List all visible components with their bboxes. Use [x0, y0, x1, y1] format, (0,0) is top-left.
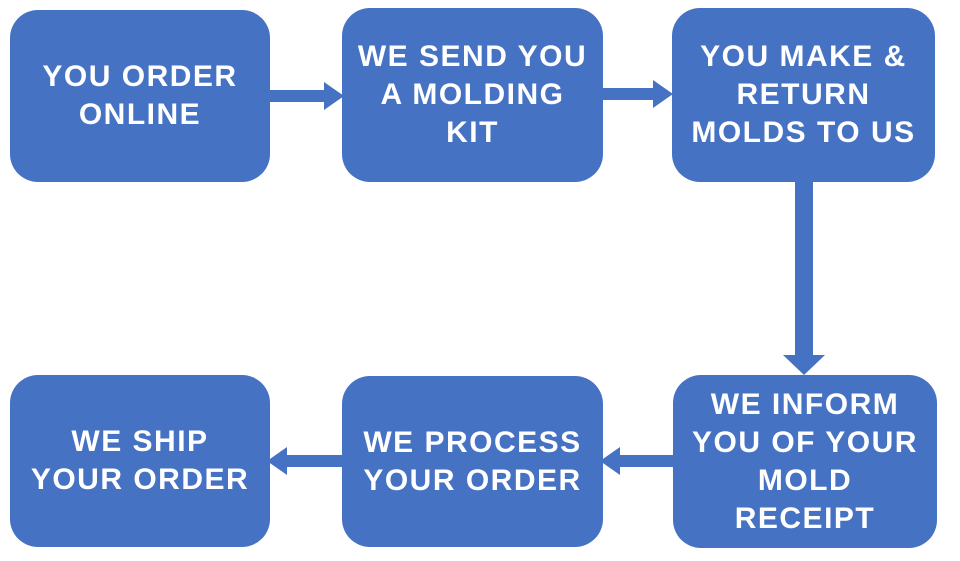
flow-step-we-process-your-order: WE PROCESS YOUR ORDER [342, 376, 603, 547]
flow-step-we-ship-your-order: WE SHIP YOUR ORDER [10, 375, 270, 547]
arrow-left-head-icon [600, 447, 620, 475]
arrow-shaft [618, 455, 676, 467]
arrow-right-head-icon [653, 80, 673, 108]
arrow-step1-to-step2 [268, 82, 344, 110]
arrow-shaft [285, 455, 343, 467]
arrow-step5-to-step6 [267, 447, 343, 475]
arrow-shaft [268, 90, 326, 102]
flow-step-you-order-online: YOU ORDER ONLINE [10, 10, 270, 182]
arrow-right-head-icon [324, 82, 344, 110]
flow-step-label: YOU MAKE & RETURN MOLDS TO US [691, 40, 916, 149]
flow-step-you-make-return-molds: YOU MAKE & RETURN MOLDS TO US [672, 8, 935, 182]
flow-step-label: WE INFORM YOU OF YOUR MOLD RECEIPT [692, 387, 918, 535]
flow-step-label: YOU ORDER ONLINE [42, 60, 238, 131]
arrow-step4-to-step5 [600, 447, 676, 475]
arrow-down-head-icon [783, 355, 825, 375]
flow-step-label: WE SEND YOU A MOLDING KIT [357, 40, 588, 149]
arrow-step2-to-step3 [600, 80, 676, 108]
flow-step-we-send-molding-kit: WE SEND YOU A MOLDING KIT [342, 8, 603, 182]
arrow-shaft [600, 88, 655, 100]
arrow-shaft [795, 181, 813, 355]
flow-step-we-inform-mold-receipt: WE INFORM YOU OF YOUR MOLD RECEIPT [673, 375, 937, 548]
arrow-left-head-icon [267, 447, 287, 475]
arrow-step3-to-step4 [783, 181, 825, 375]
flow-step-label: WE SHIP YOUR ORDER [30, 425, 250, 496]
flow-step-label: WE PROCESS YOUR ORDER [363, 425, 582, 497]
